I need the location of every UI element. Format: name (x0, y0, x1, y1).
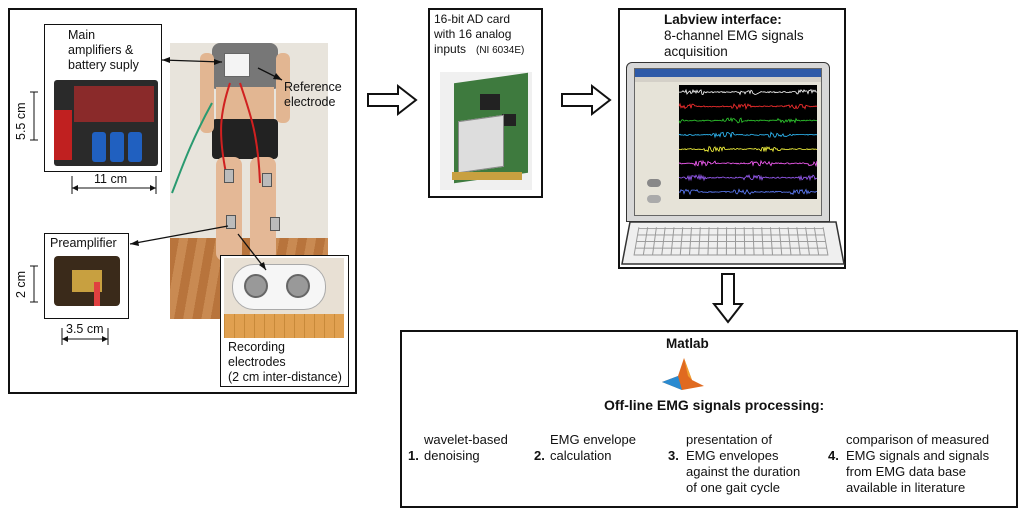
emg-trace-7 (679, 175, 817, 180)
processing-step-3: 3. (668, 432, 679, 464)
matlab-title: Matlab (666, 336, 709, 351)
ad-card-model: (NI 6034E) (476, 43, 524, 58)
labview-window (634, 68, 822, 216)
window-titlebar (635, 69, 822, 77)
edge-connector (452, 172, 522, 180)
window-menubar (635, 77, 822, 82)
labview-title: Labview interface: (664, 12, 782, 27)
emg-trace-4 (679, 132, 817, 137)
processing-step-4: 4. (828, 432, 839, 464)
emg-trace-8 (679, 189, 817, 194)
matlab-logo-icon (662, 356, 704, 390)
labview-subtitle: 8-channel EMG signals acquisition (664, 28, 804, 60)
pcb-chip-1 (480, 94, 500, 110)
step-number: 4. (828, 448, 839, 463)
step-number: 3. (668, 448, 679, 463)
processing-step-1-text: wavelet-based denoising (424, 432, 508, 464)
ad-card-photo (440, 72, 532, 190)
arrow-to-matlab (714, 274, 744, 326)
processing-step-4-text: comparison of measured EMG signals and s… (846, 432, 989, 496)
emg-trace-5 (679, 147, 817, 152)
step-number: 1. (408, 448, 419, 463)
arrow-to-labview (562, 86, 612, 116)
stop-button-icon (647, 195, 661, 203)
emg-plot-area (679, 85, 817, 199)
pcb-chip-2 (502, 114, 516, 126)
arrow-to-ad-card (368, 86, 418, 116)
processing-step-1: 1. (408, 432, 419, 464)
processing-step-2-text: EMG envelope calculation (550, 432, 636, 464)
start-button-icon (647, 179, 661, 187)
step-number: 2. (534, 448, 545, 463)
matlab-subtitle: Off-line EMG signals processing: (604, 398, 824, 413)
emg-trace-3 (679, 118, 817, 123)
emg-trace-6 (679, 161, 817, 166)
keyboard-icon (633, 227, 828, 255)
processing-step-2: 2. (534, 432, 545, 464)
ni-shield (458, 115, 504, 173)
processing-step-3-text: presentation of EMG envelopes against th… (686, 432, 800, 496)
emg-traces (679, 85, 817, 199)
emg-trace-1 (679, 90, 817, 95)
hardware-pointers (0, 0, 360, 400)
emg-trace-2 (679, 104, 817, 109)
